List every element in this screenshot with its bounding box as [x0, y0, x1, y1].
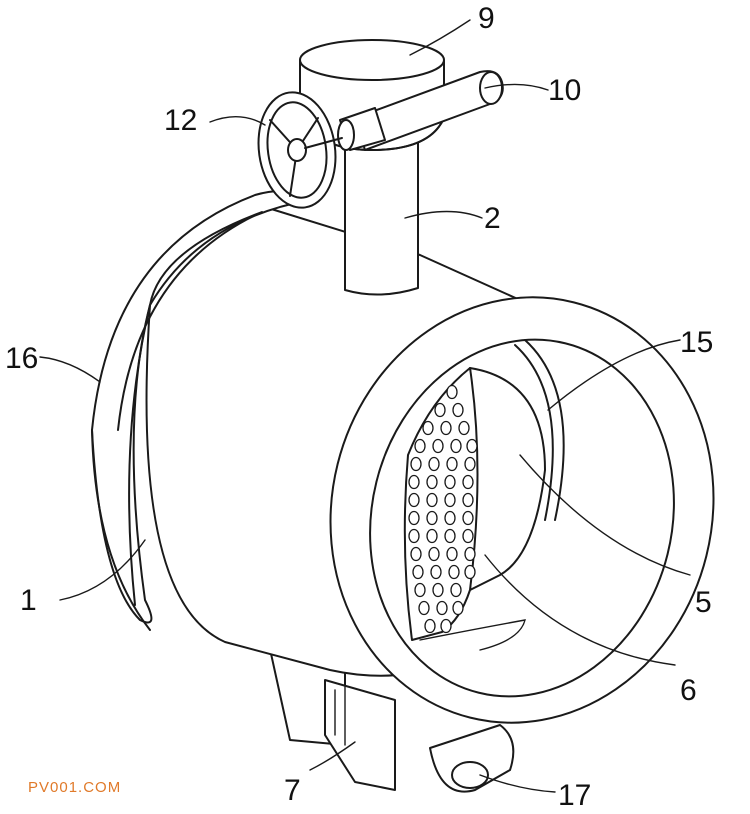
plate-hole — [410, 546, 422, 562]
label-5: 5 — [695, 586, 712, 619]
label-7: 7 — [284, 774, 301, 807]
plate-holes — [408, 384, 478, 634]
part-labels: 9 10 12 2 16 15 5 1 6 7 17 — [5, 2, 713, 812]
handwheel — [257, 91, 343, 209]
plate-hole — [446, 384, 458, 400]
plate-hole — [444, 528, 456, 544]
seat-ring — [514, 339, 565, 521]
label-6: 6 — [680, 674, 697, 707]
plate-hole — [462, 528, 474, 544]
plate-hole — [432, 438, 444, 454]
plate-hole — [428, 456, 440, 472]
plate-hole — [452, 402, 464, 418]
plate-hole — [458, 420, 470, 436]
label-12: 12 — [164, 104, 197, 137]
plate-hole — [408, 528, 420, 544]
plate-hole — [450, 582, 462, 598]
plate-hole — [434, 402, 446, 418]
plate-hole — [464, 456, 476, 472]
plate-hole — [446, 546, 458, 562]
plate-hole — [426, 474, 438, 490]
plate-hole — [426, 510, 438, 526]
label-9: 9 — [478, 2, 495, 35]
plate-hole — [422, 420, 434, 436]
plate-hole — [464, 546, 476, 562]
label-16: 16 — [5, 342, 38, 375]
plate-hole — [450, 438, 462, 454]
plate-hole — [448, 564, 460, 580]
plate-hole — [428, 546, 440, 562]
perforated-plate — [403, 367, 526, 651]
plate-hole — [444, 510, 456, 526]
plate-hole — [466, 438, 478, 454]
plate-hole — [452, 600, 464, 616]
plate-hole — [440, 420, 452, 436]
plate-hole — [444, 492, 456, 508]
plate-hole — [464, 564, 476, 580]
plate-hole — [444, 474, 456, 490]
plate-hole — [446, 456, 458, 472]
plate-hole — [408, 492, 420, 508]
label-2: 2 — [484, 202, 501, 235]
bottom-roller — [429, 724, 515, 793]
plate-hole — [462, 474, 474, 490]
plate-hole — [462, 510, 474, 526]
plate-hole — [408, 510, 420, 526]
label-15: 15 — [680, 326, 713, 359]
plate-hole — [440, 618, 452, 634]
plate-hole — [426, 492, 438, 508]
plate-hole — [424, 618, 436, 634]
plate-hole — [430, 564, 442, 580]
plate-hole — [410, 456, 422, 472]
plate-hole — [432, 582, 444, 598]
side-shaft — [337, 70, 504, 151]
plate-hole — [462, 492, 474, 508]
label-1: 1 — [20, 584, 37, 617]
leader-lines — [39, 19, 691, 793]
plate-hole — [418, 600, 430, 616]
plate-hole — [426, 528, 438, 544]
label-10: 10 — [548, 74, 581, 107]
label-17: 17 — [558, 779, 591, 812]
stem-housing — [344, 139, 419, 296]
plate-hole — [414, 582, 426, 598]
plate-hole — [412, 564, 424, 580]
plate-hole — [414, 438, 426, 454]
watermark-text: PV001.COM — [28, 779, 121, 796]
plate-hole — [408, 474, 420, 490]
plate-hole — [436, 600, 448, 616]
